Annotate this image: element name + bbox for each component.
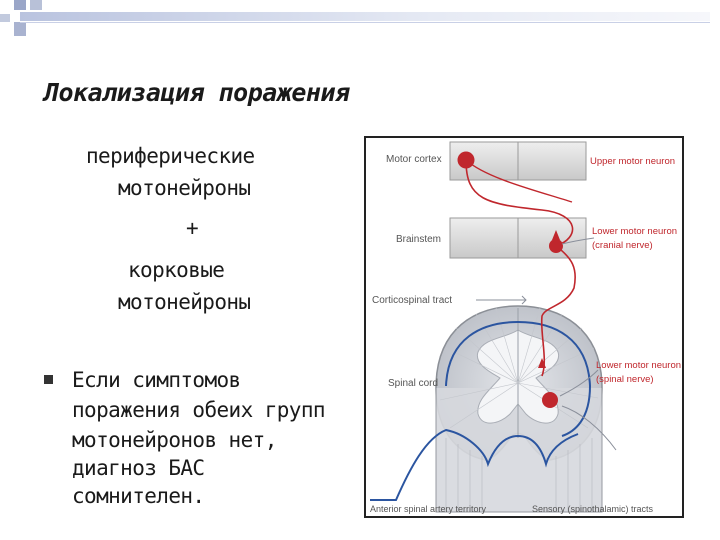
bullet-marker xyxy=(44,375,53,384)
label-brainstem: Brainstem xyxy=(396,234,441,245)
text-line-plus: + xyxy=(186,216,199,240)
text-line-peripheral: периферические xyxy=(86,144,255,168)
label-arrows xyxy=(476,237,617,451)
label-lower-motor-neuron-cranial: Lower motor neuron xyxy=(592,226,677,237)
spinal-synapse-marker xyxy=(538,358,546,368)
cranial-lower-neuron-body xyxy=(549,239,563,253)
label-motor-cortex: Motor cortex xyxy=(386,154,442,165)
label-sensory-tracts: Sensory (spinothalamic) tracts xyxy=(532,504,654,514)
upper-motor-neuron-body xyxy=(457,151,475,169)
decor-rule xyxy=(20,22,710,23)
slide-title: Локализация поражения xyxy=(44,78,350,107)
label-anterior-spinal-artery: Anterior spinal artery territory xyxy=(370,504,487,514)
bullet-line-5: сомнителен. xyxy=(72,484,205,508)
boundary-outer xyxy=(445,320,592,437)
bullet-line-2: поражения обеих групп xyxy=(72,398,326,422)
decor-squares xyxy=(0,0,60,48)
motor-neuron-diagram: Motor cortex Brainstem Corticospinal tra… xyxy=(364,136,684,518)
motor-pathways xyxy=(465,159,576,377)
diagram-svg: Motor cortex Brainstem Corticospinal tra… xyxy=(370,141,681,514)
label-cranial-nerve: (cranial nerve) xyxy=(592,240,653,251)
cranial-synapse-marker xyxy=(552,230,560,240)
text-line-motoneurons-1: мотонейроны xyxy=(118,176,251,200)
spinal-lower-neuron-body xyxy=(542,392,558,408)
label-corticospinal-tract: Corticospinal tract xyxy=(372,295,452,306)
bullet-line-4: диагноз БАС xyxy=(72,456,205,480)
text-line-cortical: корковые xyxy=(128,258,225,282)
text-line-motoneurons-2: мотонейроны xyxy=(118,290,251,314)
boundary-anterior xyxy=(370,428,579,501)
label-lower-motor-neuron-spinal: Lower motor neuron xyxy=(596,360,681,371)
label-upper-motor-neuron: Upper motor neuron xyxy=(590,156,675,167)
bullet-line-1: Если симптомов xyxy=(72,368,241,392)
decor-bar xyxy=(20,12,710,21)
label-spinal-nerve: (spinal nerve) xyxy=(596,374,654,385)
label-spinal-cord: Spinal cord xyxy=(388,378,438,389)
spinal-cord-section xyxy=(435,305,603,513)
bullet-line-3: мотонейронов нет, xyxy=(72,428,277,452)
